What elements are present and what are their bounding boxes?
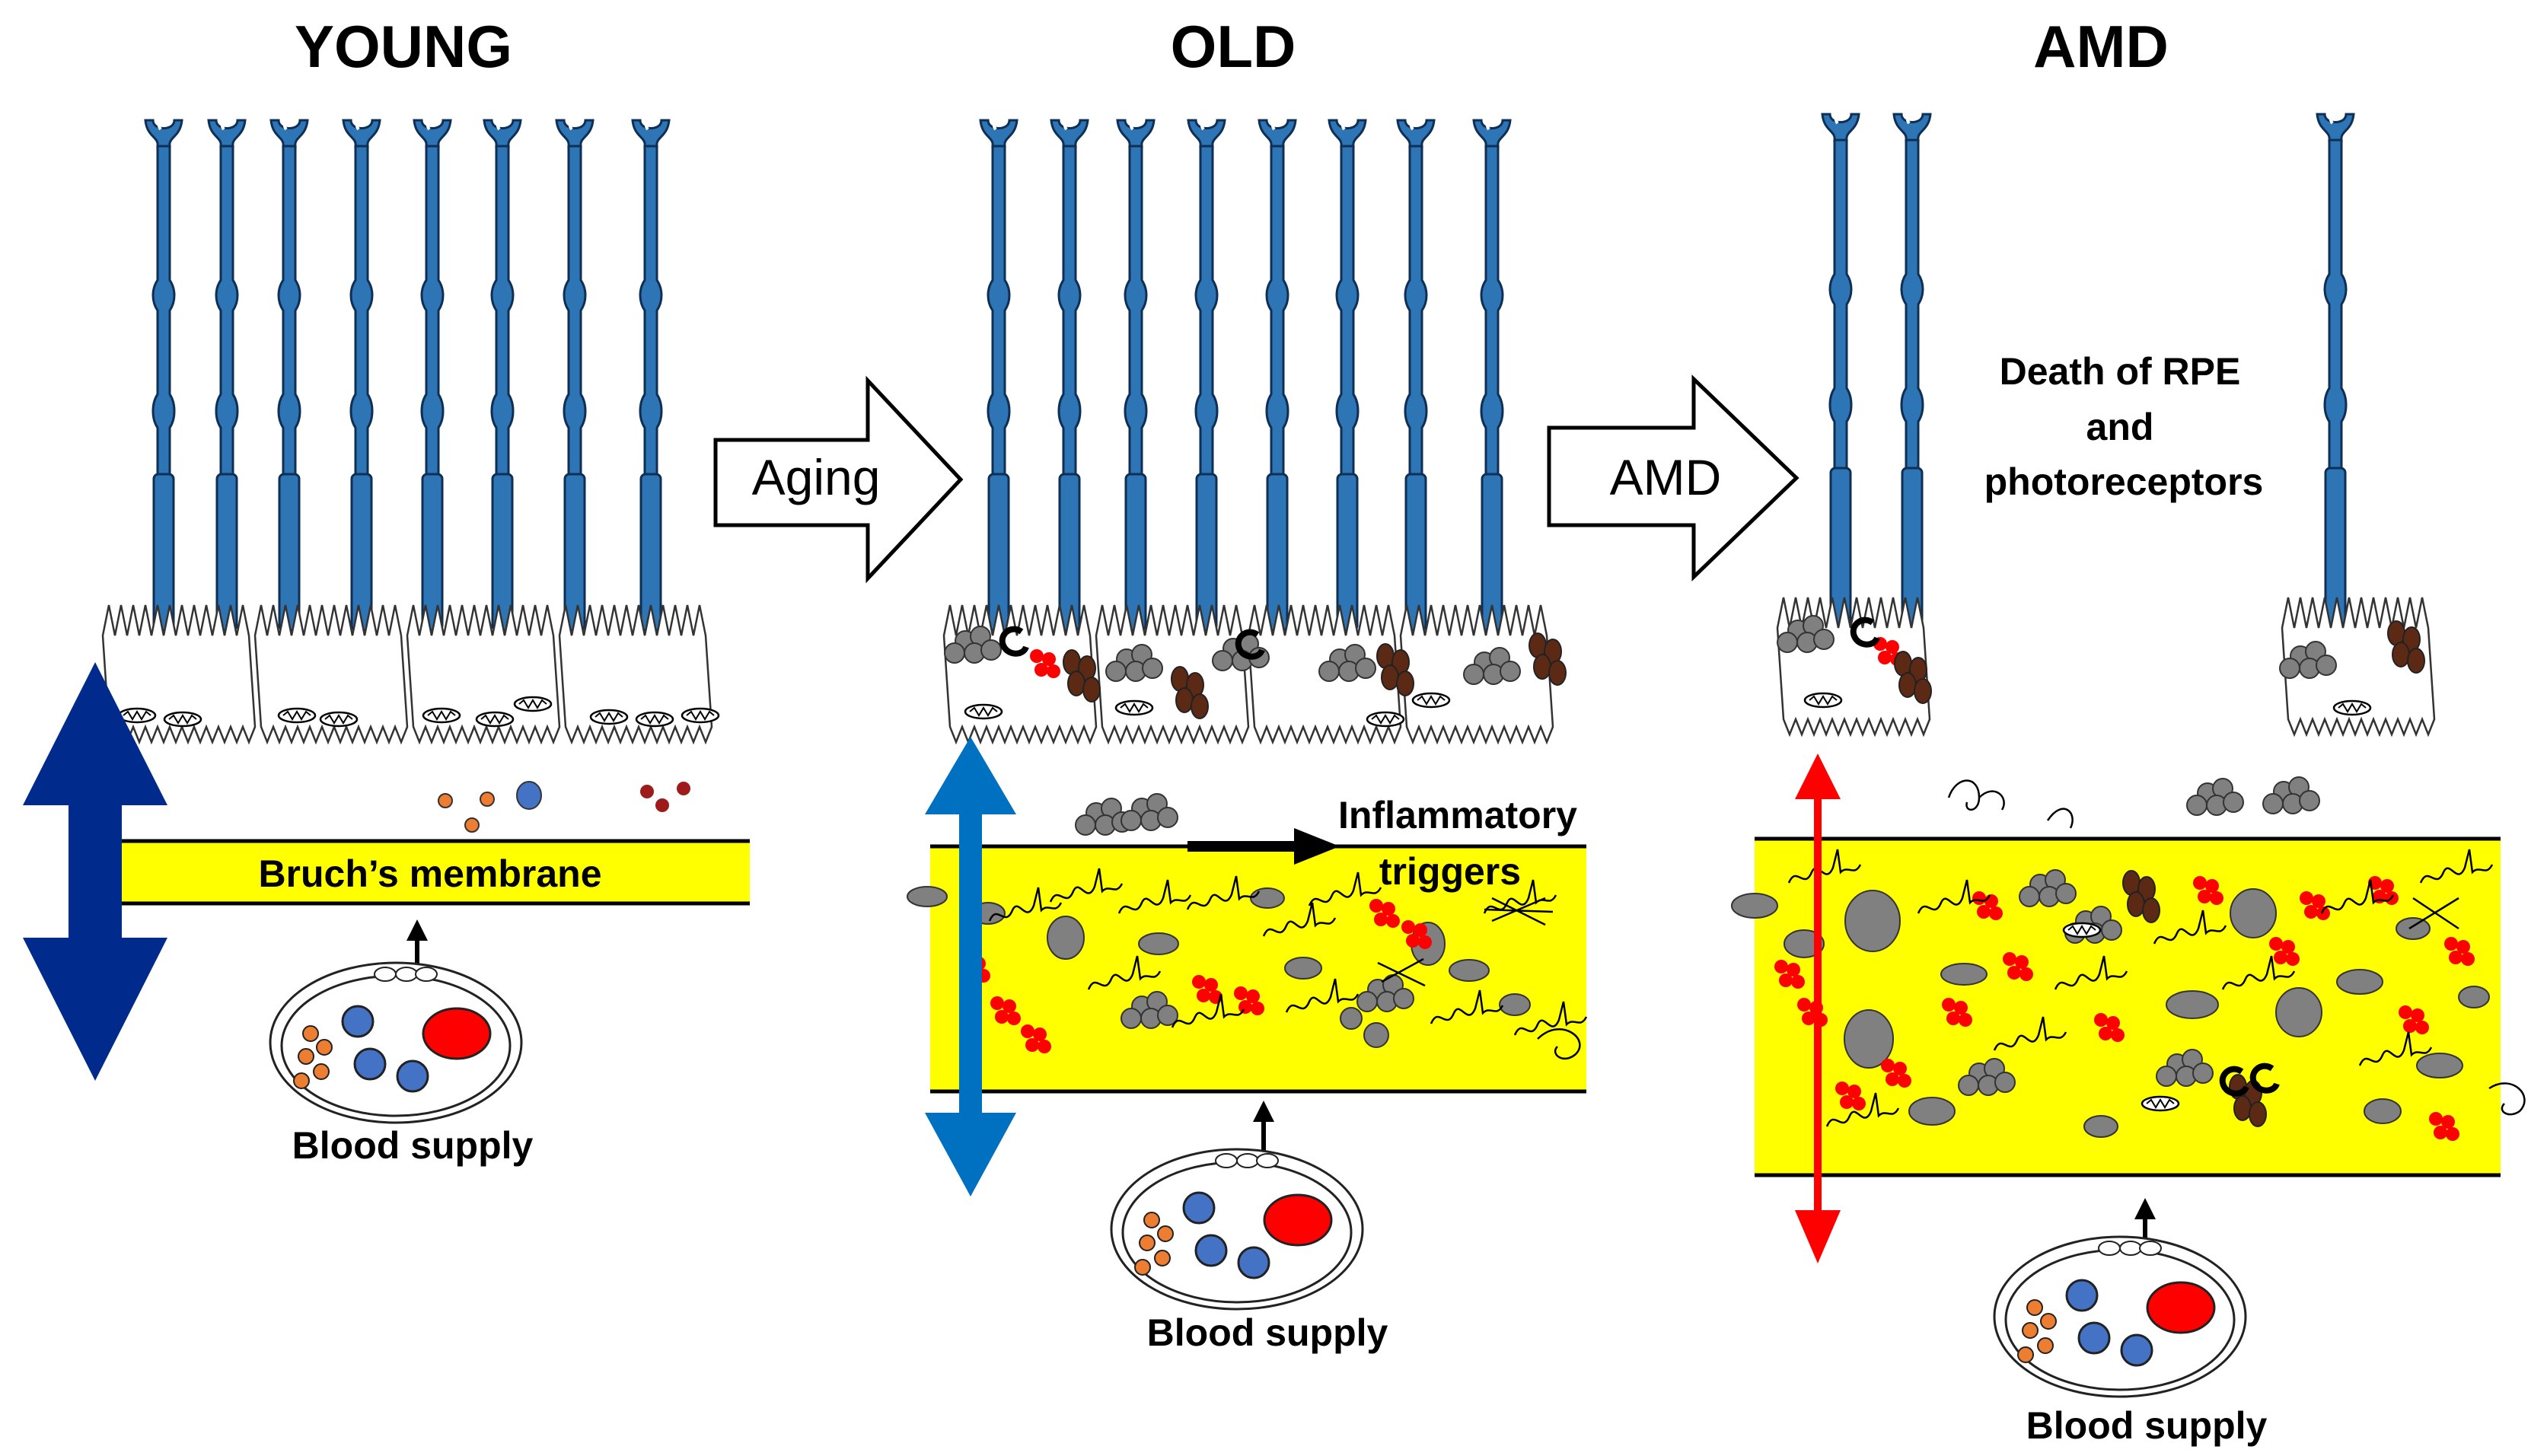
- old-rpe-layer: [942, 604, 1567, 744]
- old-blood-vessel: [1110, 1148, 1364, 1311]
- young-blood-label: Blood supply: [292, 1124, 534, 1167]
- young-transport-arrow: [23, 662, 167, 1081]
- young-panel: Bruch’s membrane Blood supply: [23, 119, 750, 1167]
- amd-death-line-1: Death of RPE: [2000, 350, 2241, 393]
- title-amd: AMD: [2033, 13, 2169, 80]
- amd-blood-vessel: [1993, 1235, 2247, 1398]
- old-blood-label: Blood supply: [1147, 1311, 1388, 1354]
- old-triggers-line-2: triggers: [1379, 850, 1521, 893]
- young-membrane-label: Bruch’s membrane: [258, 852, 601, 895]
- amd-transport-arrow: [1795, 753, 1841, 1263]
- aging-arrow: Aging: [713, 375, 964, 584]
- old-triggers-line-1: Inflammatory: [1338, 794, 1577, 836]
- young-bruchs-membrane: [122, 841, 750, 903]
- old-transport-arrow: [925, 737, 1016, 1196]
- amd-rpe-cells: [1776, 596, 2436, 736]
- old-deposits: [907, 793, 1588, 1059]
- amd-death-line-2: and: [2086, 406, 2154, 448]
- amd-panel: Death of RPE and photoreceptors: [1731, 113, 2526, 1447]
- young-rpe-layer: [101, 604, 720, 744]
- old-photoreceptors: [979, 119, 1512, 632]
- title-old: OLD: [1171, 13, 1296, 80]
- amd-blood-label: Blood supply: [2026, 1404, 2268, 1447]
- amd-arrow: AMD: [1547, 374, 1799, 581]
- young-photoreceptors: [144, 119, 671, 632]
- young-blood-vessel: [269, 961, 523, 1124]
- amd-death-line-3: photoreceptors: [1984, 460, 2264, 503]
- amd-deposits: [1731, 776, 2526, 1141]
- title-young: YOUNG: [295, 13, 512, 80]
- aging-label: Aging: [752, 449, 881, 505]
- amd-arrow-label: AMD: [1610, 449, 1722, 505]
- old-panel: Inflammatory triggers Blood supply: [907, 119, 1588, 1354]
